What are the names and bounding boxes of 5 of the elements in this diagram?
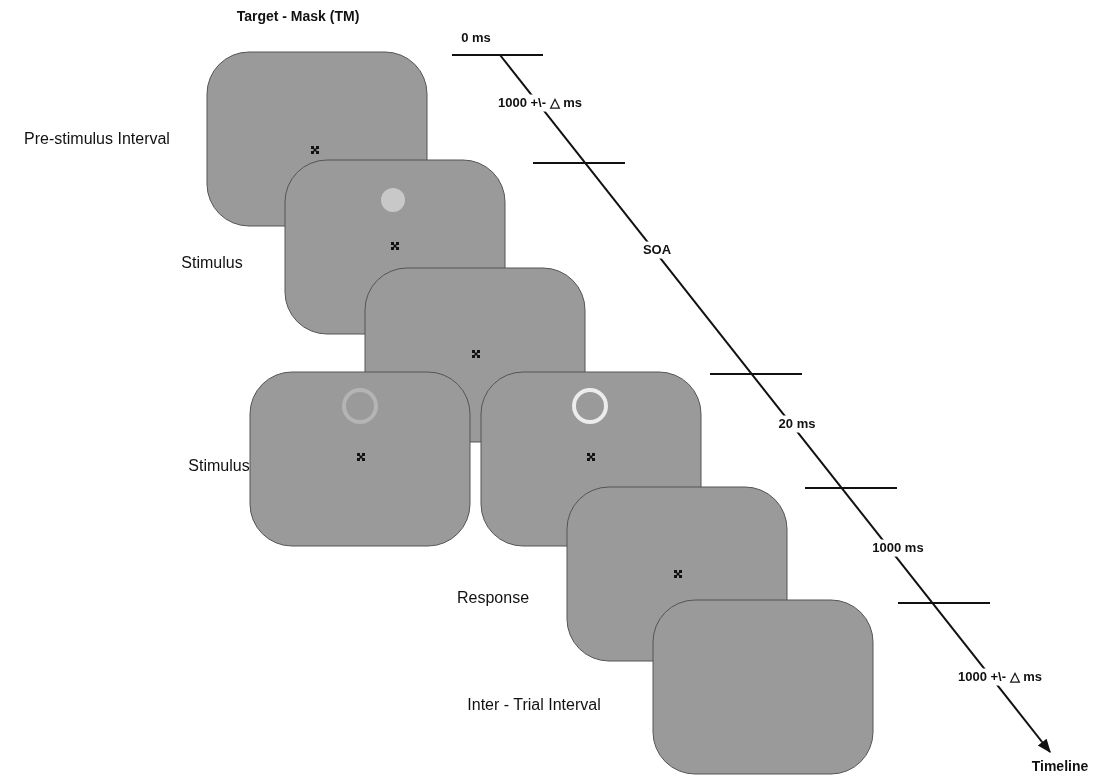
phase-label: Stimulus: [188, 456, 250, 476]
phase-label: Stimulus: [181, 253, 243, 273]
phase-label: Inter - Trial Interval: [467, 695, 601, 715]
phase-label: Pre-stimulus Interval: [24, 129, 170, 149]
phase-label: Response: [457, 588, 529, 608]
